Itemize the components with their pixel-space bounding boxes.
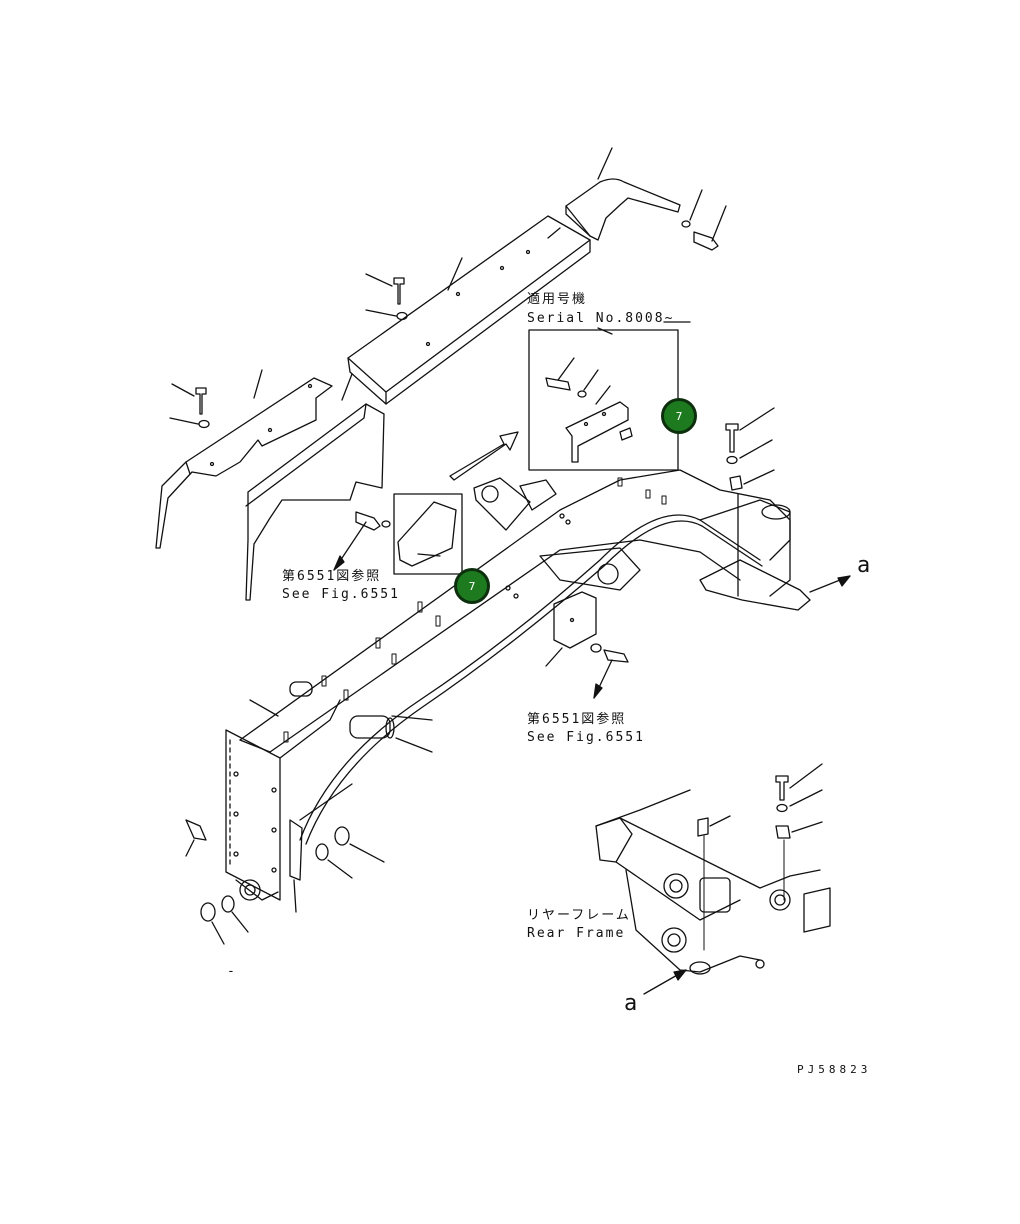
rear-cover-upper (565, 147, 681, 241)
callout-number: 7 (675, 409, 683, 423)
lower-left-parts (185, 699, 433, 945)
bolt-mid (355, 511, 391, 531)
stopper-inset-box (393, 493, 463, 575)
rear-frame-label-jp: リヤーフレーム (527, 908, 631, 923)
see-fig-label-en-1: See Fig.6551 (282, 587, 400, 602)
callout-marker-7-upper[interactable]: 7 (661, 398, 697, 434)
rear-frame-detail (595, 763, 831, 975)
callout-number: 7 (468, 579, 476, 593)
marker-a-bottom: a (624, 991, 638, 1016)
washer-top (681, 189, 703, 228)
bolt-top (693, 205, 727, 251)
arrow-to-inset (449, 431, 519, 481)
side-cover-right (245, 373, 385, 601)
callout-marker-7-lower[interactable]: 7 (454, 568, 490, 604)
see-fig-label-en-2: See Fig.6551 (527, 730, 645, 745)
bolt-upper-left (365, 273, 408, 321)
main-frame (225, 469, 811, 901)
see-fig-label-jp-2: 第6551図参照 (527, 712, 627, 727)
serial-label-jp: 適用号機 (527, 292, 588, 307)
drawing-code: PJ58823 (797, 1063, 872, 1076)
bolt-left (169, 383, 210, 429)
serial-inset-box (528, 329, 679, 471)
marker-a-right: a (857, 553, 871, 578)
stray-dash: - (227, 964, 237, 979)
right-bolt-set (725, 407, 775, 597)
side-cover-left (155, 369, 333, 549)
serial-tick (597, 327, 613, 335)
rear-frame-label-en: Rear Frame (527, 926, 626, 941)
long-cover-plate (347, 215, 591, 405)
serial-label-en: Serial No.8008~ (527, 311, 675, 326)
see-fig-label-jp-1: 第6551図参照 (282, 569, 382, 584)
lower-stopper (545, 591, 629, 699)
